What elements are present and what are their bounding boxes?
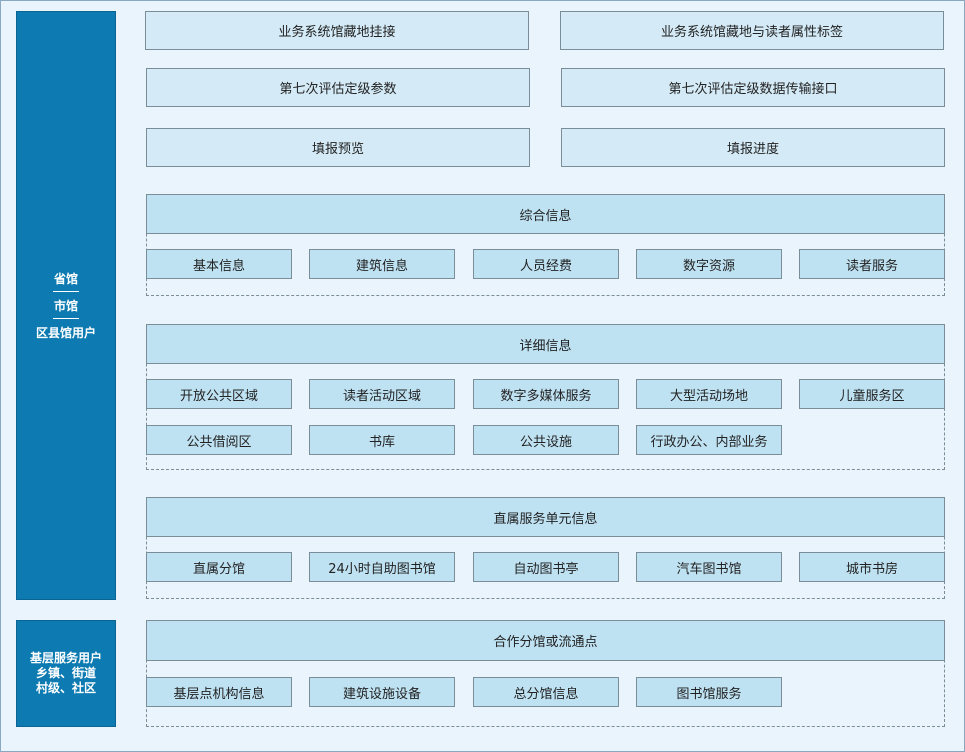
side-label-line-3: 区县馆用户 xyxy=(35,325,96,340)
section-item[interactable]: 建筑设施设备 xyxy=(309,677,455,707)
top-button[interactable]: 第七次评估定级数据传输接口 xyxy=(561,68,945,107)
section-item[interactable]: 汽车图书馆 xyxy=(636,552,782,582)
side-label-line-3: 村级、社区 xyxy=(35,681,96,695)
section-item[interactable]: 人员经费 xyxy=(473,249,619,279)
section-item[interactable]: 读者活动区域 xyxy=(309,379,455,409)
side-label-line-2: 市馆 xyxy=(53,298,78,313)
section-item[interactable]: 公共借阅区 xyxy=(146,425,292,455)
side-label-provincial: 省馆 市馆 区县馆用户 xyxy=(16,11,116,600)
section-item[interactable]: 基本信息 xyxy=(146,249,292,279)
section-item[interactable]: 自动图书亭 xyxy=(473,552,619,582)
section-item[interactable]: 直属分馆 xyxy=(146,552,292,582)
side-divider xyxy=(53,290,79,292)
section-item[interactable]: 城市书房 xyxy=(799,552,945,582)
side-label-line-1: 省馆 xyxy=(53,271,78,286)
section-item[interactable]: 开放公共区域 xyxy=(146,379,292,409)
top-button[interactable]: 填报进度 xyxy=(561,128,945,167)
section-container xyxy=(146,497,945,599)
section-header[interactable]: 直属服务单元信息 xyxy=(146,497,945,537)
top-button[interactable]: 填报预览 xyxy=(146,128,530,167)
section-item[interactable]: 书库 xyxy=(309,425,455,455)
top-button[interactable]: 第七次评估定级参数 xyxy=(146,68,530,107)
side-label-line-2: 乡镇、街道 xyxy=(35,666,96,680)
section-item[interactable]: 基层点机构信息 xyxy=(146,677,292,707)
section-item[interactable]: 数字多媒体服务 xyxy=(473,379,619,409)
side-label-grassroots: 基层服务用户 乡镇、街道 村级、社区 xyxy=(16,620,116,727)
section-item[interactable]: 总分馆信息 xyxy=(473,677,619,707)
section-header[interactable]: 合作分馆或流通点 xyxy=(146,620,945,661)
section-item[interactable]: 24小时自助图书馆 xyxy=(309,552,455,582)
section-item[interactable]: 儿童服务区 xyxy=(799,379,945,409)
section-item[interactable]: 读者服务 xyxy=(799,249,945,279)
side-divider xyxy=(53,317,79,319)
section-header[interactable]: 综合信息 xyxy=(146,194,945,234)
section-container xyxy=(146,194,945,296)
section-item[interactable]: 图书馆服务 xyxy=(636,677,782,707)
section-item[interactable]: 数字资源 xyxy=(636,249,782,279)
side-label-line-1: 基层服务用户 xyxy=(29,651,102,665)
section-item[interactable]: 行政办公、内部业务 xyxy=(636,425,782,455)
section-container xyxy=(146,620,945,727)
top-button[interactable]: 业务系统馆藏地挂接 xyxy=(145,11,529,50)
section-item[interactable]: 建筑信息 xyxy=(309,249,455,279)
top-button[interactable]: 业务系统馆藏地与读者属性标签 xyxy=(560,11,944,50)
section-header[interactable]: 详细信息 xyxy=(146,324,945,364)
section-item[interactable]: 公共设施 xyxy=(473,425,619,455)
section-item[interactable]: 大型活动场地 xyxy=(636,379,782,409)
